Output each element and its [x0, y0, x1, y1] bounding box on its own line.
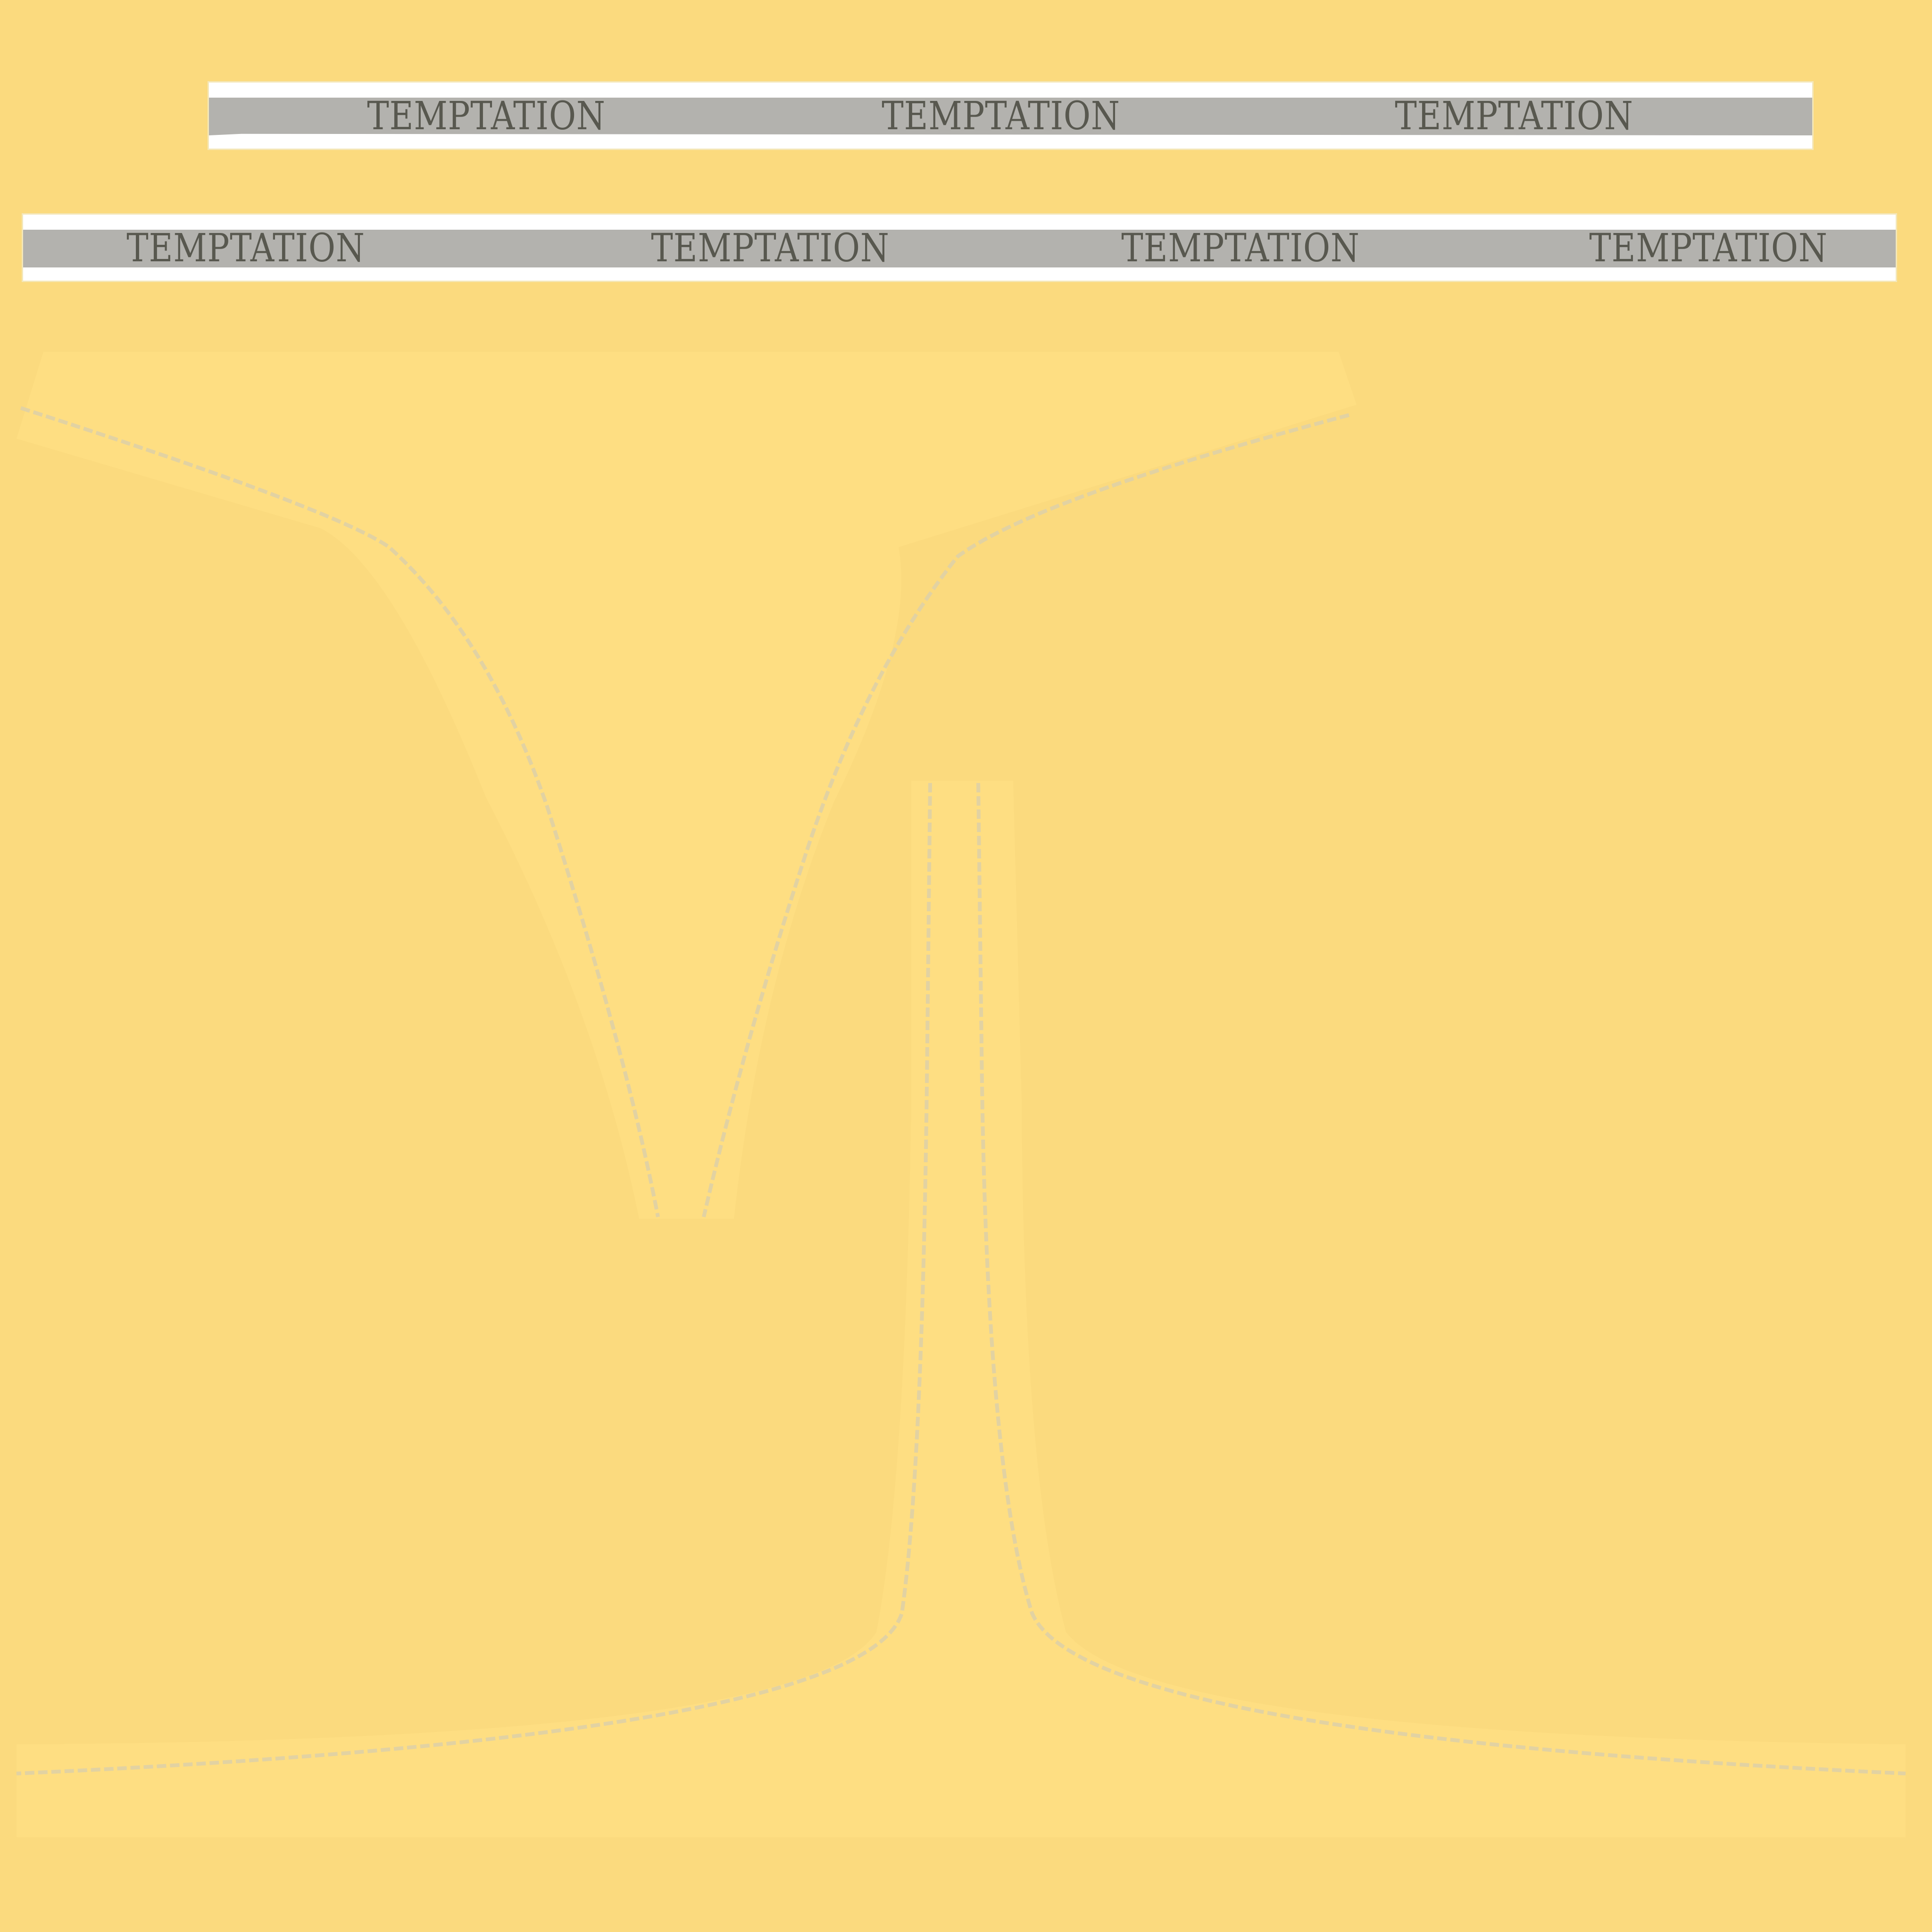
bottom-waistband-label-1: TEMPTATION [126, 226, 366, 271]
front-panel-shape [17, 352, 1357, 1219]
bottom-waistband-label-2: TEMPTATION [651, 226, 890, 271]
bottom-waistband-stripe: TEMPTATION TEMPTATION TEMPTATION TEMPTAT… [23, 226, 1896, 271]
top-waistband: TEMPTATION TEMPTATION TEMPTATION [208, 81, 1814, 150]
front-left-stitch [20, 406, 660, 1217]
top-waistband-label-1: TEMPTATION [367, 94, 606, 139]
bottom-waistband-label-3: TEMPTATION [1121, 226, 1360, 271]
back-left-stitch [16, 783, 932, 1775]
bottom-waistband: TEMPTATION TEMPTATION TEMPTATION TEMPTAT… [22, 213, 1897, 282]
back-right-stitch [976, 783, 1906, 1775]
top-waistband-stripe: TEMPTATION TEMPTATION TEMPTATION [209, 98, 1812, 135]
bottom-waistband-label-4: TEMPTATION [1589, 226, 1828, 271]
front-panel [17, 352, 1357, 1219]
top-waistband-label-2: TEMPTATION [882, 94, 1120, 139]
back-panel-shape [16, 781, 1906, 1837]
back-panel [17, 781, 1906, 1837]
top-waistband-label-3: TEMPTATION [1395, 94, 1633, 139]
front-right-stitch [702, 413, 1350, 1217]
